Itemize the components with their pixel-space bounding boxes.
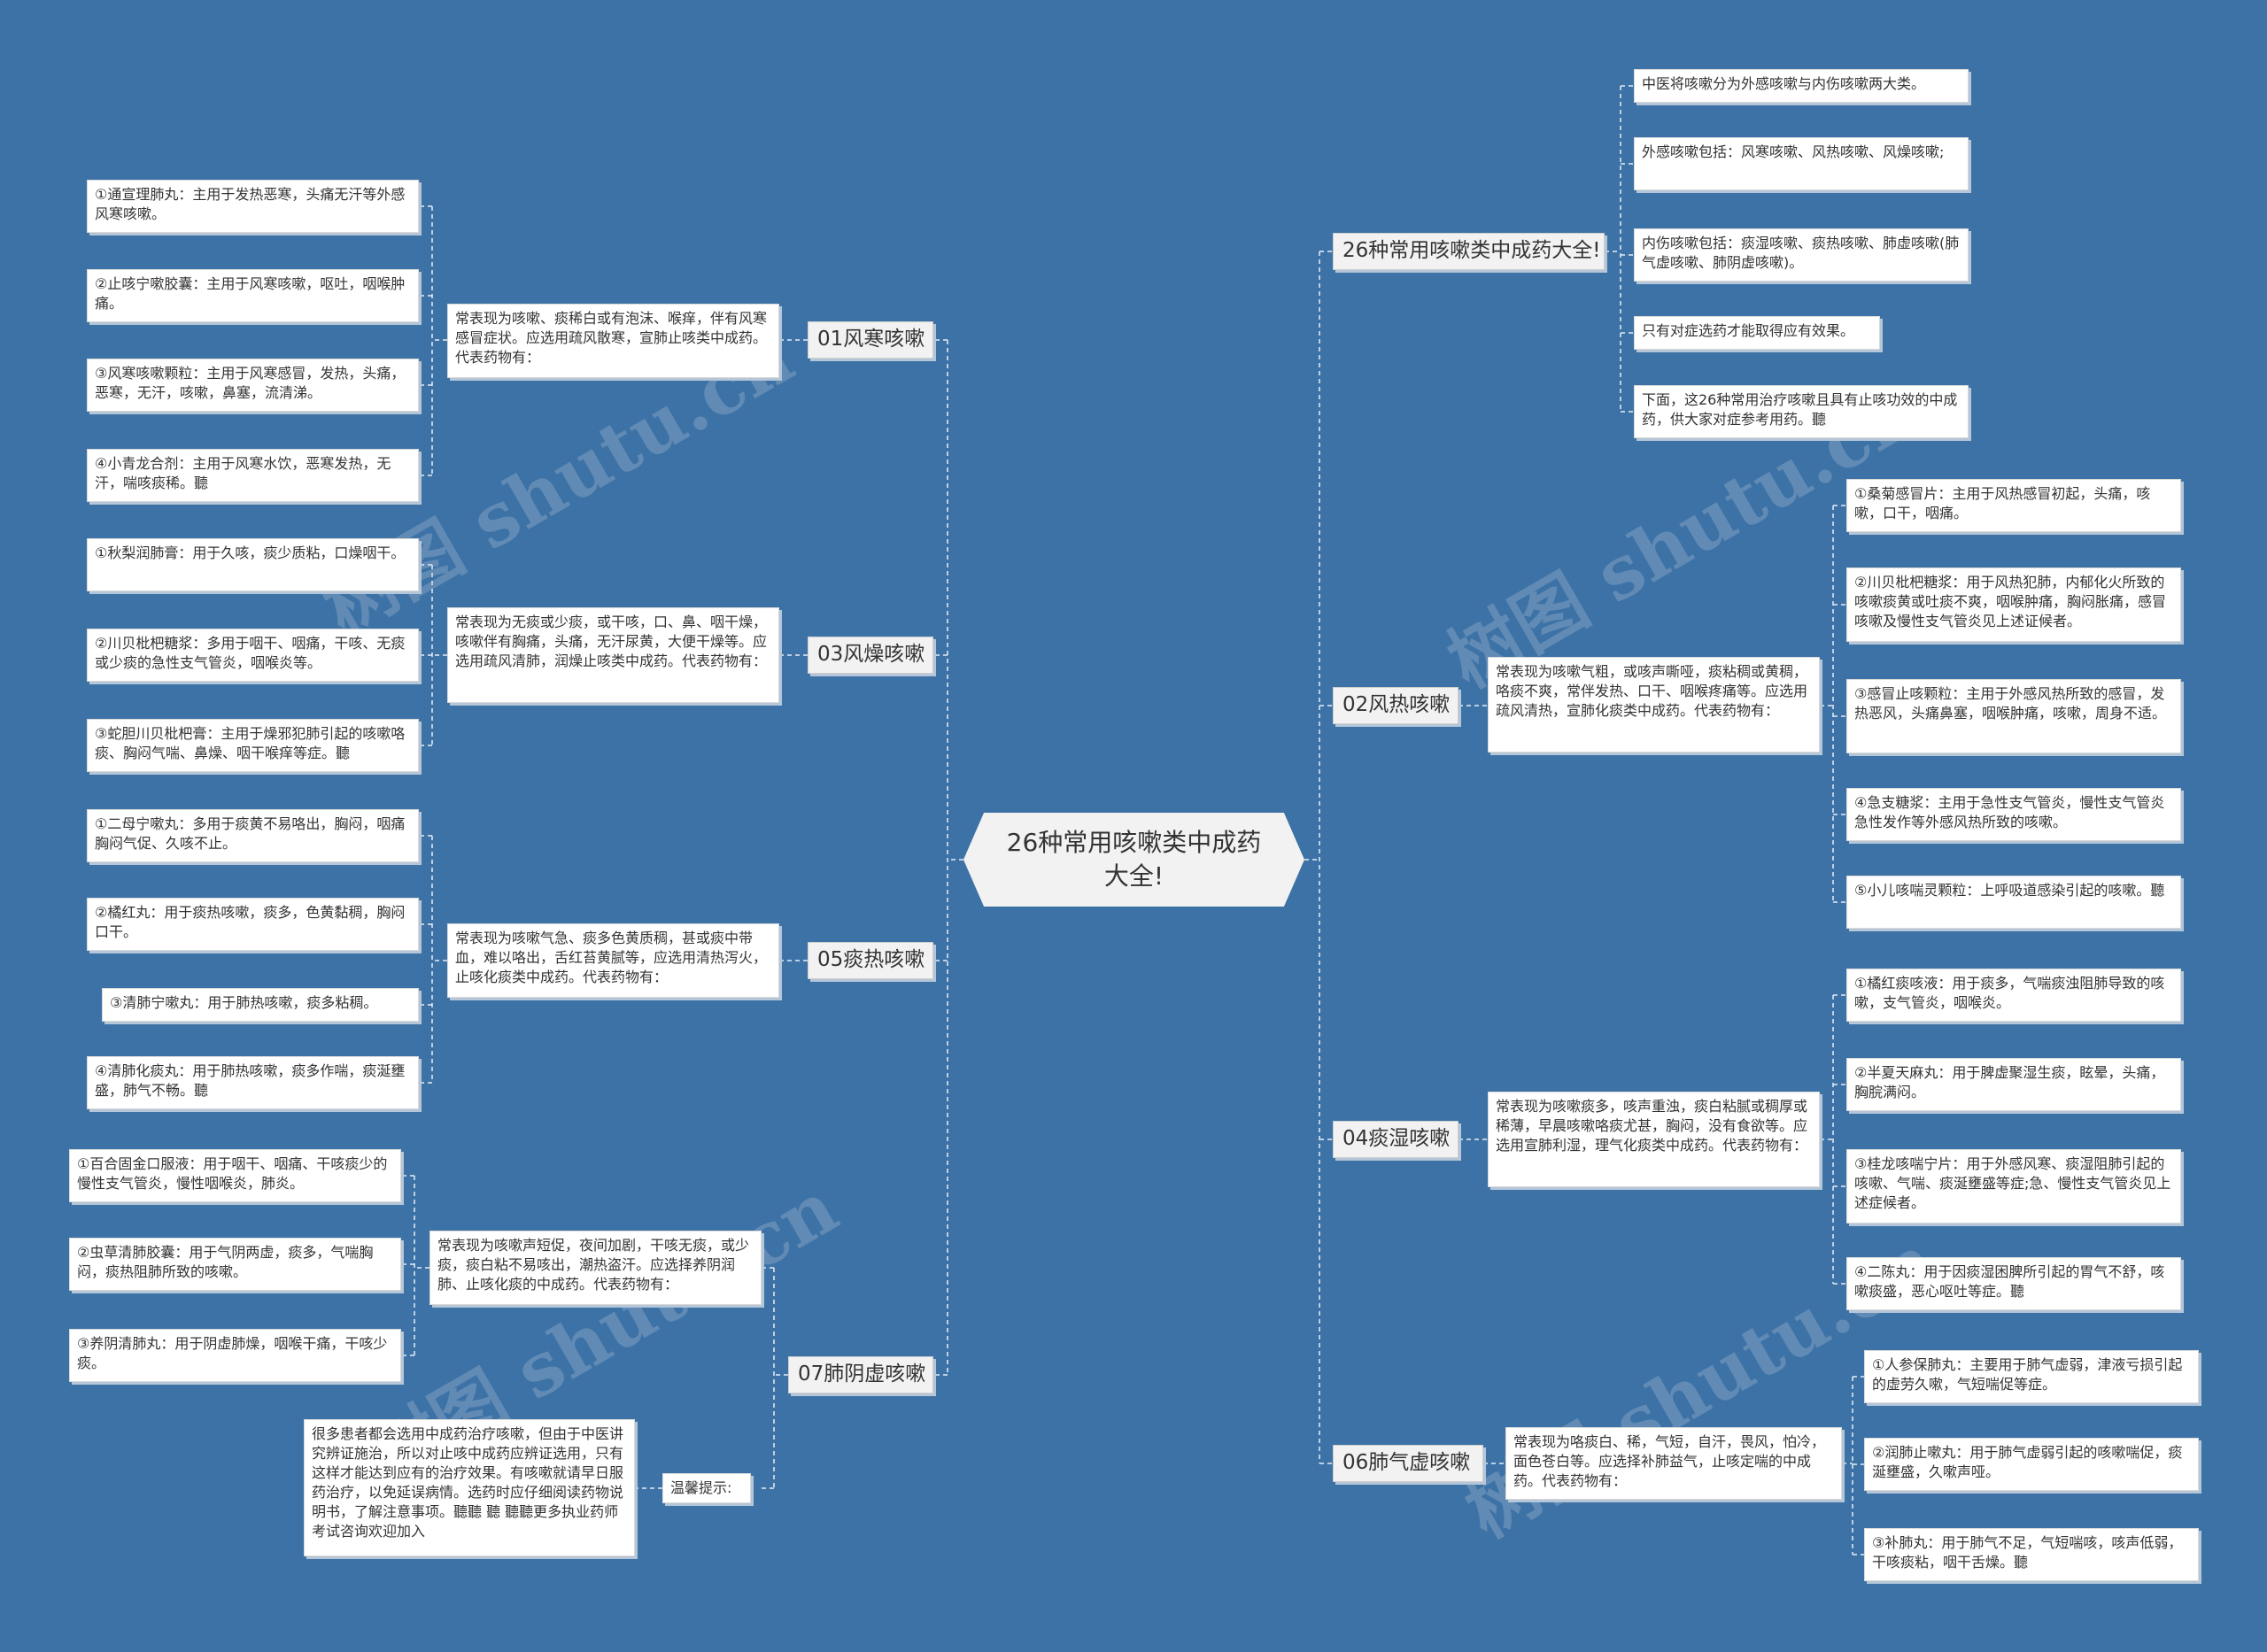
branch-02-wind-heat[interactable]: 02风热咳嗽 — [1333, 687, 1458, 724]
remedy-item: ④二陈丸：用于因痰湿困脾所引起的胃气不舒，咳嗽痰盛，恶心呕吐等症。聽 — [1846, 1257, 2181, 1310]
remedy-item: ③风寒咳嗽颗粒：主用于风寒感冒，发热，头痛，恶寒，无汗，咳嗽，鼻塞，流清涕。 — [87, 359, 419, 412]
remedy-item: ①桑菊感冒片：主用于风热感冒初起，头痛，咳嗽，口干，咽痛。 — [1846, 479, 2181, 532]
remedy-item: ④急支糖浆：主用于急性支气管炎，慢性支气管炎急性发作等外感风热所致的咳嗽。 — [1846, 788, 2181, 841]
branch-07-description: 常表现为咳嗽声短促，夜间加剧，干咳无痰，或少痰，痰白粘不易咳出，潮热盗汗。应选择… — [429, 1231, 762, 1305]
intro-item: 外感咳嗽包括：风寒咳嗽、风热咳嗽、风燥咳嗽; — [1634, 137, 1969, 190]
intro-item: 下面，这26种常用治疗咳嗽且具有止咳功效的中成药，供大家对症参考用药。聽 — [1634, 385, 1969, 438]
remedy-item: ①橘红痰咳液：用于痰多，气喘痰浊阻肺导致的咳嗽，支气管炎，咽喉炎。 — [1846, 969, 2181, 1022]
branch-07-lung-yin-deficiency[interactable]: 07肺阴虚咳嗽 — [788, 1356, 933, 1393]
remedy-item: ②川贝枇杷糖浆：多用于咽干、咽痛，干咳、无痰或少痰的急性支气管炎，咽喉炎等。 — [87, 629, 419, 682]
branch-04-phlegm-damp[interactable]: 04痰湿咳嗽 — [1333, 1121, 1458, 1158]
remedy-item: ④清肺化痰丸：用于肺热咳嗽，痰多作喘，痰涎壅盛，肺气不畅。聽 — [87, 1056, 419, 1109]
branch-06-description: 常表现为咯痰白、稀，气短，自汗，畏风，怕冷，面色苍白等。应选择补肺益气，止咳定喘… — [1505, 1427, 1842, 1500]
remedy-item: ③感冒止咳颗粒：主用于外感风热所致的感冒，发热恶风，头痛鼻塞，咽喉肿痛，咳嗽，周… — [1846, 679, 2181, 753]
branch-01-description: 常表现为咳嗽、痰稀白或有泡沫、喉痒，伴有风寒感冒症状。应选用疏风散寒，宣肺止咳类… — [447, 304, 779, 378]
branch-03-description: 常表现为无痰或少痰，或干咳，口、鼻、咽干燥，咳嗽伴有胸痛，头痛，无汗尿黄，大便干… — [447, 607, 779, 703]
remedy-item: ②虫草清肺胶囊：用于气阴两虚，痰多，气喘胸闷，痰热阻肺所致的咳嗽。 — [69, 1238, 401, 1291]
remedy-item: ②橘红丸：用于痰热咳嗽，痰多，色黄黏稠，胸闷口干。 — [87, 898, 419, 951]
remedy-item: ①通宣理肺丸：主用于发热恶寒，头痛无汗等外感风寒咳嗽。 — [87, 180, 419, 233]
remedy-item: ①秋梨润肺膏：用于久咳，痰少质粘，口燥咽干。 — [87, 538, 419, 591]
branch-intro[interactable]: 26种常用咳嗽类中成药大全! — [1333, 233, 1605, 270]
central-topic[interactable]: 26种常用咳嗽类中成药大全! — [963, 813, 1304, 907]
branch-03-wind-dryness[interactable]: 03风燥咳嗽 — [808, 637, 933, 674]
remedy-item: ③养阴清肺丸：用于阴虚肺燥，咽喉干痛，干咳少痰。 — [69, 1329, 401, 1382]
remedy-item: ④小青龙合剂：主用于风寒水饮，恶寒发热，无汗，喘咳痰稀。聽 — [87, 449, 419, 502]
intro-item: 中医将咳嗽分为外感咳嗽与内伤咳嗽两大类。 — [1634, 69, 1969, 103]
branch-05-phlegm-heat[interactable]: 05痰热咳嗽 — [808, 942, 933, 979]
remedy-item: ②润肺止嗽丸：用于肺气虚弱引起的咳嗽喘促，痰涎壅盛，久嗽声哑。 — [1864, 1438, 2199, 1491]
branch-01-wind-cold[interactable]: 01风寒咳嗽 — [808, 321, 933, 359]
tip-text: 很多患者都会选用中成药治疗咳嗽，但由于中医讲究辨证施治，所以对止咳中成药应辨证选… — [304, 1419, 635, 1556]
remedy-item: ③补肺丸：用于肺气不足，气短喘咳，咳声低弱，干咳痰粘，咽干舌燥。聽 — [1864, 1528, 2199, 1581]
remedy-item: ②半夏天麻丸：用于脾虚聚湿生痰，眩晕，头痛，胸脘满闷。 — [1846, 1058, 2181, 1111]
tip-label: 温馨提示: — [662, 1473, 751, 1503]
remedy-item: ②止咳宁嗽胶囊：主用于风寒咳嗽，呕吐，咽喉肿痛。 — [87, 269, 419, 322]
remedy-item: ①二母宁嗽丸：多用于痰黄不易咯出，胸闷，咽痛胸闷气促、久咳不止。 — [87, 809, 419, 862]
remedy-item: ①人参保肺丸：主要用于肺气虚弱，津液亏损引起的虚劳久嗽，气短喘促等症。 — [1864, 1350, 2199, 1403]
intro-item: 内伤咳嗽包括：痰湿咳嗽、痰热咳嗽、肺虚咳嗽(肺气虚咳嗽、肺阴虚咳嗽)。 — [1634, 228, 1969, 282]
remedy-item: ①百合固金口服液：用于咽干、咽痛、干咳痰少的慢性支气管炎，慢性咽喉炎，肺炎。 — [69, 1149, 401, 1202]
branch-05-description: 常表现为咳嗽气急、痰多色黄质稠，甚或痰中带血，难以咯出，舌红苔黄腻等，应选用清热… — [447, 923, 779, 998]
remedy-item: ②川贝枇杷糖浆：用于风热犯肺，内郁化火所致的咳嗽痰黄或吐痰不爽，咽喉肿痛，胸闷胀… — [1846, 567, 2181, 642]
branch-06-lung-qi-deficiency[interactable]: 06肺气虚咳嗽 — [1333, 1445, 1483, 1482]
intro-item: 只有对症选药才能取得应有效果。 — [1634, 316, 1880, 350]
remedy-item: ③蛇胆川贝枇杷膏：主用于燥邪犯肺引起的咳嗽咯痰、胸闷气喘、鼻燥、咽干喉痒等症。聽 — [87, 719, 419, 772]
remedy-item: ⑤小儿咳喘灵颗粒：上呼吸道感染引起的咳嗽。聽 — [1846, 876, 2181, 929]
branch-02-description: 常表现为咳嗽气粗，或咳声嘶哑，痰粘稠或黄稠，咯痰不爽，常伴发热、口干、咽喉疼痛等… — [1488, 657, 1820, 753]
branch-04-description: 常表现为咳嗽痰多，咳声重浊，痰白粘腻或稠厚或稀薄，早晨咳嗽咯痰尤甚，胸闷，没有食… — [1488, 1092, 1820, 1187]
remedy-item: ③桂龙咳喘宁片：用于外感风寒、痰湿阻肺引起的咳嗽、气喘、痰涎壅盛等症;急、慢性支… — [1846, 1149, 2181, 1224]
remedy-item: ③清肺宁嗽丸：用于肺热咳嗽，痰多粘稠。 — [102, 988, 419, 1022]
